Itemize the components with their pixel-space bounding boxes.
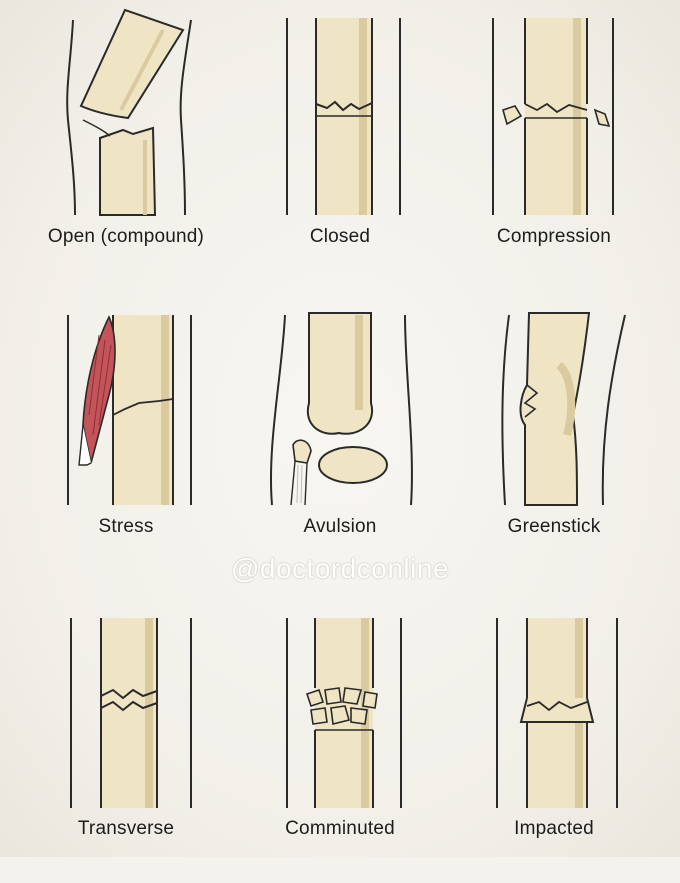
fracture-label: Avulsion <box>303 516 377 537</box>
greenstick-fracture-icon <box>501 312 626 506</box>
fracture-label: Impacted <box>514 818 594 839</box>
fracture-cell-avulsion: Avulsion <box>227 295 453 580</box>
fracture-cell-open: Open (compound) <box>13 0 239 285</box>
fracture-label: Comminuted <box>285 818 395 839</box>
transverse-fracture-icon <box>70 618 192 808</box>
fracture-label: Stress <box>98 516 154 537</box>
fracture-cell-greenstick: Greenstick <box>441 295 667 580</box>
fracture-cell-compression: Compression <box>441 0 667 285</box>
watermark-text: @doctordconline <box>230 553 450 584</box>
stress-fracture-icon <box>67 315 192 505</box>
compression-fracture-icon <box>492 18 614 215</box>
impacted-fracture-icon <box>496 618 618 808</box>
closed-fracture-icon <box>286 18 401 215</box>
fracture-label: Transverse <box>77 818 175 839</box>
fracture-cell-transverse: Transverse <box>13 598 239 883</box>
fracture-label: Open (compound) <box>47 226 205 247</box>
fracture-cell-impacted: Impacted <box>441 598 667 883</box>
avulsion-fracture-icon <box>269 312 413 506</box>
fracture-cell-closed: Closed <box>227 0 453 285</box>
open-fracture-icon <box>66 8 192 216</box>
fracture-label: Compression <box>496 226 612 247</box>
fracture-cell-stress: Stress <box>13 295 239 580</box>
fracture-label: Closed <box>309 226 371 247</box>
fracture-cell-comminuted: Comminuted <box>227 598 453 883</box>
comminuted-fracture-icon <box>286 618 402 808</box>
fracture-label: Greenstick <box>507 516 601 537</box>
diagram-canvas: Open (compound) Closed <box>0 0 680 857</box>
